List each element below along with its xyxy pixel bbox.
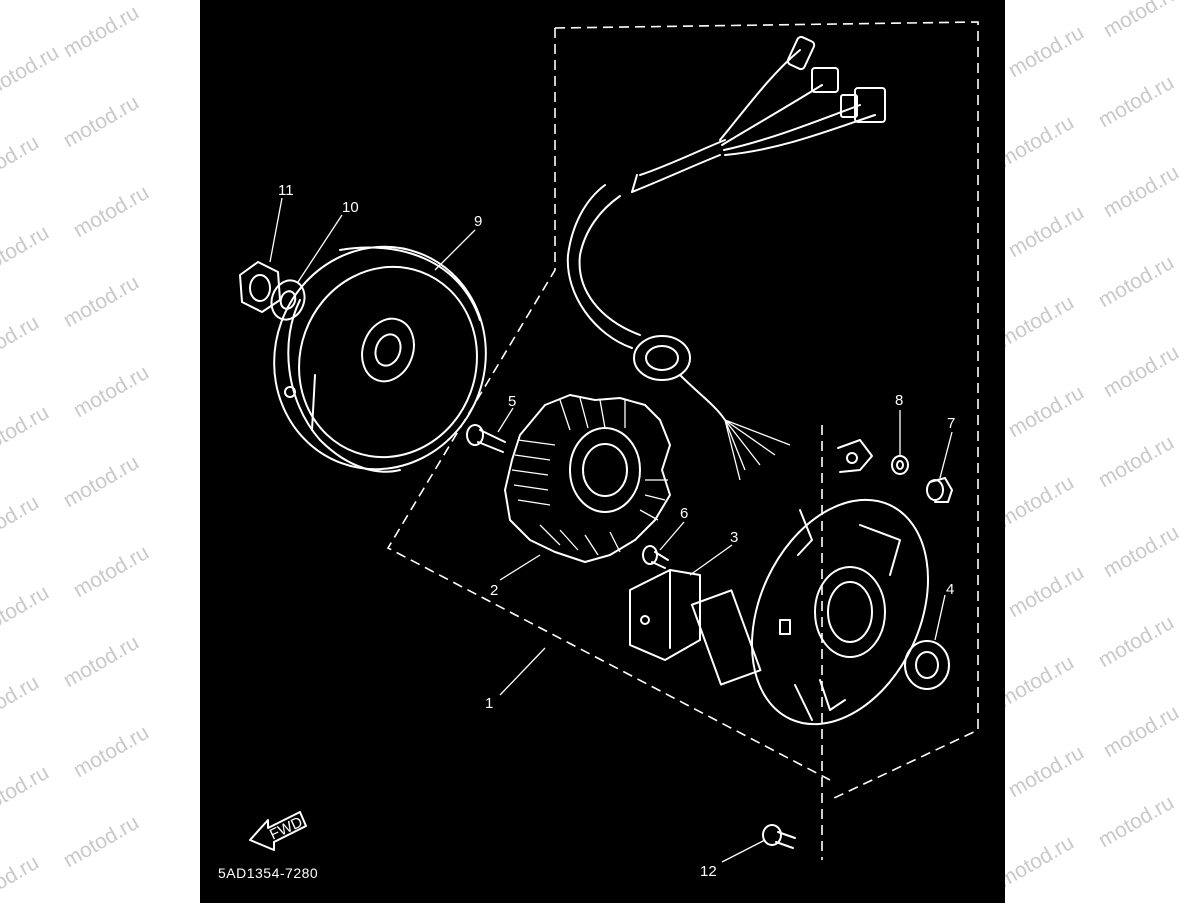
flywheel-nut bbox=[239, 261, 281, 313]
callout-7: 7 bbox=[947, 415, 955, 432]
oil-seal bbox=[904, 640, 950, 690]
callout-10: 10 bbox=[342, 199, 359, 216]
lead-clamp bbox=[837, 439, 873, 473]
watermark: motod.ru bbox=[1099, 160, 1183, 223]
watermark: motod.ru bbox=[0, 490, 43, 553]
callout-3: 3 bbox=[730, 529, 738, 546]
callout-6: 6 bbox=[680, 505, 688, 522]
callout-2: 2 bbox=[490, 582, 498, 599]
callout-4: 4 bbox=[946, 581, 954, 598]
watermark: motod.ru bbox=[0, 400, 53, 463]
watermark: motod.ru bbox=[69, 540, 153, 603]
stator-base-plate bbox=[751, 498, 929, 726]
watermark: motod.ru bbox=[1005, 20, 1088, 83]
callout-1: 1 bbox=[485, 695, 493, 712]
diagram-code: 5AD1354-7280 bbox=[218, 865, 318, 881]
watermark: motod.ru bbox=[1005, 830, 1078, 893]
watermark: motod.ru bbox=[1094, 430, 1178, 493]
leader-lines bbox=[269, 197, 953, 863]
watermark: motod.ru bbox=[1099, 700, 1183, 763]
watermark: motod.ru bbox=[0, 850, 43, 903]
watermark: motod.ru bbox=[1005, 650, 1078, 713]
watermark: motod.ru bbox=[69, 180, 153, 243]
watermark: motod.ru bbox=[1005, 560, 1088, 623]
callout-11: 11 bbox=[278, 182, 294, 199]
watermark: motod.ru bbox=[1094, 70, 1178, 133]
callout-8: 8 bbox=[895, 392, 903, 409]
watermark: motod.ru bbox=[1005, 470, 1078, 533]
watermark: motod.ru bbox=[59, 90, 143, 153]
bracket-screw bbox=[762, 824, 796, 849]
pickup-coil bbox=[629, 569, 762, 686]
wire-harness bbox=[566, 35, 886, 481]
watermark: motod.ru bbox=[59, 630, 143, 693]
stator-coil bbox=[504, 394, 671, 563]
watermark: motod.ru bbox=[0, 220, 53, 283]
watermark-left: motod.ru motod.ru motod.ru motod.ru moto… bbox=[0, 0, 200, 903]
watermark: motod.ru bbox=[0, 130, 43, 193]
watermark: motod.ru bbox=[59, 450, 143, 513]
watermark: motod.ru bbox=[1005, 200, 1088, 263]
watermark: motod.ru bbox=[0, 760, 53, 823]
watermark: motod.ru bbox=[0, 310, 43, 373]
watermark-right: motod.ru motod.ru motod.ru motod.ru moto… bbox=[1005, 0, 1204, 903]
watermark: motod.ru bbox=[1099, 0, 1183, 43]
watermark: motod.ru bbox=[1005, 380, 1088, 443]
clamp-washer bbox=[891, 455, 909, 475]
pickup-screw bbox=[642, 545, 669, 569]
watermark: motod.ru bbox=[0, 670, 43, 733]
watermark: motod.ru bbox=[69, 360, 153, 423]
callout-5: 5 bbox=[508, 393, 516, 410]
watermark: motod.ru bbox=[1005, 110, 1078, 173]
callout-12: 12 bbox=[700, 863, 717, 880]
watermark: motod.ru bbox=[0, 40, 63, 103]
watermark: motod.ru bbox=[59, 0, 143, 63]
flywheel-washer bbox=[270, 279, 306, 321]
exploded-view-diagram: FWD 1 2 3 4 5 6 7 8 9 10 11 12 5AD1354-7… bbox=[218, 21, 979, 881]
fwd-arrow-icon: FWD bbox=[249, 811, 307, 851]
diagram-panel: FWD 1 2 3 4 5 6 7 8 9 10 11 12 5AD1354-7… bbox=[200, 0, 1005, 903]
watermark: motod.ru bbox=[1005, 290, 1078, 353]
watermark: motod.ru bbox=[1099, 520, 1183, 583]
watermark: motod.ru bbox=[0, 580, 53, 643]
callout-9: 9 bbox=[474, 213, 482, 230]
watermark: motod.ru bbox=[1094, 610, 1178, 673]
watermark: motod.ru bbox=[1094, 790, 1178, 853]
watermark: motod.ru bbox=[69, 720, 153, 783]
stator-screw bbox=[466, 424, 506, 453]
watermark: motod.ru bbox=[1094, 250, 1178, 313]
flywheel-rotor bbox=[273, 245, 487, 473]
watermark: motod.ru bbox=[1099, 340, 1183, 403]
watermark: motod.ru bbox=[59, 270, 143, 333]
watermark: motod.ru bbox=[59, 810, 143, 873]
clamp-screw bbox=[926, 477, 953, 503]
watermark: motod.ru bbox=[1005, 740, 1088, 803]
